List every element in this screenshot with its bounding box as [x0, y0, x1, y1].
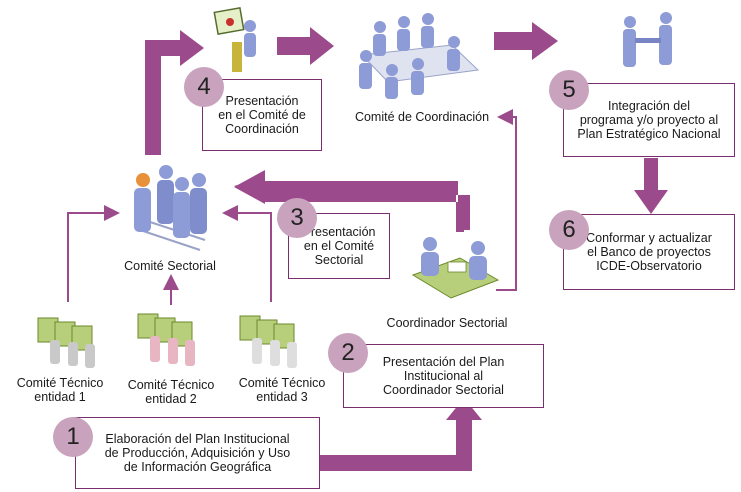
arrow-coordinacion-to-integracion: [494, 22, 558, 60]
arrow-step1-to-step2: [318, 398, 482, 471]
step-3-badge: 3: [277, 198, 317, 238]
arrow-presenter-to-coordinacion: [277, 27, 334, 65]
step-2-text: Presentación del Plan Institucional al C…: [382, 355, 505, 397]
step-1-badge: 1: [53, 417, 93, 457]
sectoral-committee-icon: [134, 165, 207, 251]
arrow-step5-to-step6: [634, 158, 668, 214]
coordinator-desk-icon: [411, 237, 500, 299]
presenter-icon: [213, 7, 256, 72]
step-5-box: Integración del programa y/o proyecto al…: [563, 83, 735, 157]
tecnico-1-label: Comité Técnico entidad 1: [16, 376, 104, 404]
step-5-text: Integración del programa y/o proyecto al…: [577, 99, 721, 141]
step-3-text: Presentación en el Comité Sectorial: [302, 225, 376, 267]
tecnico-1-icon: [37, 317, 95, 368]
step-4-text: Presentación en el Comité de Coordinació…: [218, 94, 306, 136]
step-1-box: Elaboración del Plan Institucional de Pr…: [75, 417, 320, 489]
thin-arrows: [67, 109, 517, 305]
step-6-badge: 6: [549, 210, 589, 250]
tecnico-2-label: Comité Técnico entidad 2: [127, 378, 215, 406]
step-6-text: Conformar y actualizar el Banco de proye…: [586, 231, 712, 273]
tecnico-3-label: Comité Técnico entidad 3: [238, 376, 326, 404]
arrow-tecnico3-to-sectorial: [222, 205, 272, 302]
arrow-coordinator-to-coordinacion: [496, 109, 517, 291]
handshake-icon: [623, 12, 672, 67]
step-1-text: Elaboración del Plan Institucional de Pr…: [104, 432, 291, 474]
coordinador-sectorial-label: Coordinador Sectorial: [386, 316, 508, 330]
technical-committee-icon: [37, 313, 297, 368]
arrow-tecnico1-to-sectorial: [67, 205, 120, 302]
meeting-table-icon: [359, 13, 480, 99]
comite-sectorial-label: Comité Sectorial: [124, 259, 216, 273]
tecnico-3-icon: [239, 315, 297, 368]
step-2-box: Presentación del Plan Institucional al C…: [343, 344, 544, 408]
step-4-badge: 4: [184, 67, 224, 107]
thick-arrows: [145, 22, 668, 471]
arrow-comite-sectorial-to-presenter: [145, 30, 204, 155]
step-6-box: Conformar y actualizar el Banco de proye…: [563, 214, 735, 290]
step-5-badge: 5: [549, 70, 589, 110]
tecnico-2-icon: [137, 313, 195, 366]
step-2-badge: 2: [328, 333, 368, 373]
comite-coordinacion-label: Comité de Coordinación: [354, 110, 490, 124]
